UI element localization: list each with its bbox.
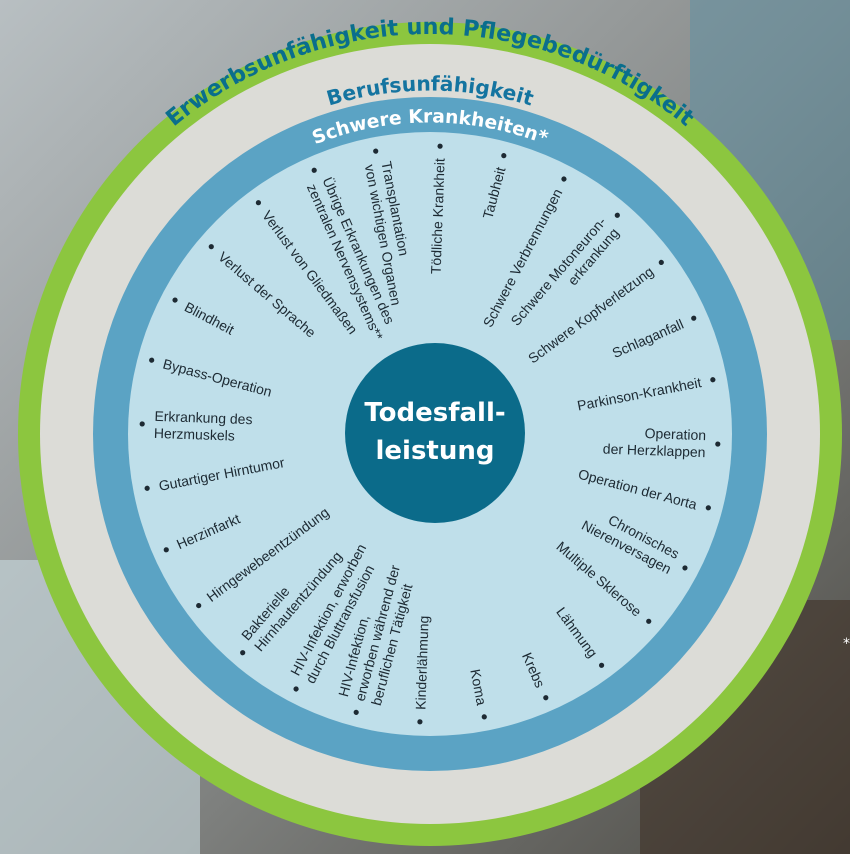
bullet-dot: [311, 167, 317, 173]
bullet-dot: [658, 259, 664, 266]
bullet-dot: [543, 695, 549, 701]
disease-label: der Herzklappen: [603, 441, 706, 461]
center-label-line1: Todesfall-: [364, 398, 505, 428]
bullet-dot: [705, 505, 711, 511]
bullet-dot: [501, 153, 507, 159]
bullet-dot: [614, 212, 620, 218]
disease-item: Tödliche Krankheit: [428, 143, 448, 275]
bullet-dot: [710, 377, 716, 383]
center-label-line2: leistung: [376, 436, 495, 466]
bullet-dot: [481, 714, 487, 720]
bullet-dot: [240, 650, 246, 656]
disease-label: Tödliche Krankheit: [428, 158, 448, 275]
bullet-dot: [163, 547, 169, 553]
bullet-dot: [561, 176, 567, 182]
bullet-dot: [255, 200, 262, 206]
disease-item: Koma: [467, 668, 490, 720]
disease-label: Herzmuskels: [154, 425, 235, 444]
bullet-dot: [149, 357, 155, 363]
bullet-dot: [139, 421, 145, 427]
disease-label: Koma: [467, 668, 490, 707]
side-mark: *: [843, 636, 850, 652]
disease-label: Erkrankung des: [154, 408, 253, 427]
bullet-dot: [353, 709, 359, 715]
bullet-dot: [293, 686, 299, 692]
bullet-dot: [373, 148, 379, 154]
bullet-dot: [417, 719, 423, 725]
disease-label: Operation: [644, 425, 706, 443]
bullet-dot: [715, 441, 721, 447]
bullet-dot: [437, 143, 443, 149]
bullet-dot: [691, 315, 697, 321]
bullet-dot: [646, 618, 652, 624]
bullet-dot: [598, 662, 605, 668]
disease-label: Kinderlähmung: [412, 615, 431, 710]
disease-item: Kinderlähmung: [412, 615, 432, 725]
bullet-dot: [144, 485, 150, 491]
center-disc: [345, 343, 525, 523]
bullet-dot: [682, 565, 688, 571]
bullet-dot: [208, 244, 214, 250]
bullet-dot: [196, 602, 202, 609]
bullet-dot: [172, 297, 178, 303]
